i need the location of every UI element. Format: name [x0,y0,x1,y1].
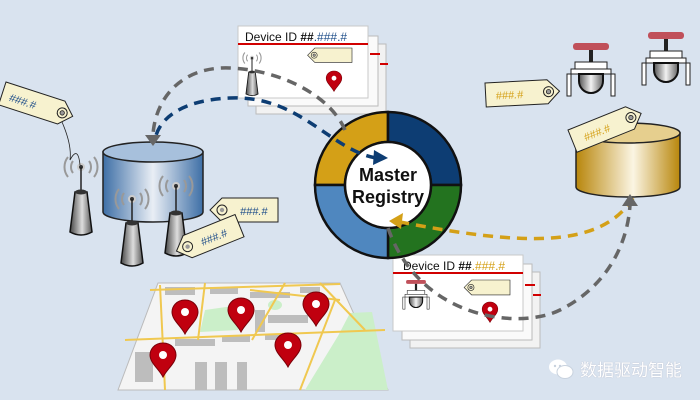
arrow-gray-top [151,66,347,136]
device-id-bold: ## [300,30,314,44]
sensor-database-icon [102,141,204,223]
arrowhead-icon [373,150,388,165]
sensor-tag-a: ###.# [175,213,245,259]
device-id-bold: ## [458,259,472,273]
arrow-navy-top [153,96,377,160]
arrow-gray-bottom [386,204,632,321]
wireless-sensor-icon [63,156,99,236]
device-card-bottom: Device ID ##.###.# [392,254,541,349]
wechat-icon [549,359,574,379]
data-flow-arrows [151,66,635,321]
wireless-sensor-icon [158,175,194,257]
master-registry-ring: Master Registry [313,110,463,260]
svg-text:Device ID ##.###.#: Device ID ##.###.# [403,259,505,273]
tag-value: ###.# [495,89,524,102]
valve-icon [566,42,616,97]
valve-tag-right: ###.# [567,101,647,153]
sensor-tag-b: ###.# [209,197,279,223]
device-card-top: Device ID ##.###.# [237,25,388,115]
arrowhead-icon [622,194,638,206]
arrow-gold-right [399,197,635,241]
registry-title-line2: Registry [352,187,424,207]
watermark-text: 数据驱动智能 [580,361,682,381]
sensor-tag-left: ###.# [0,81,77,129]
tag-value: ###.# [240,206,268,218]
city-map [117,282,389,391]
device-id-value: .###.# [314,30,348,44]
registry-title-line1: Master [359,165,417,185]
arrowhead-icon [145,135,161,146]
device-id-label: Device ID [403,259,458,273]
device-id-value: .###.# [472,259,506,273]
watermark: 数据驱动智能 [548,356,682,381]
wireless-sensor-icon [114,188,150,267]
valve-icon [641,31,691,86]
device-id-label: Device ID [245,30,300,44]
arrowhead-icon [389,213,403,229]
svg-text:Device ID ##.###.#: Device ID ##.###.# [245,30,347,44]
valve-tag-left: ###.# [484,78,561,108]
